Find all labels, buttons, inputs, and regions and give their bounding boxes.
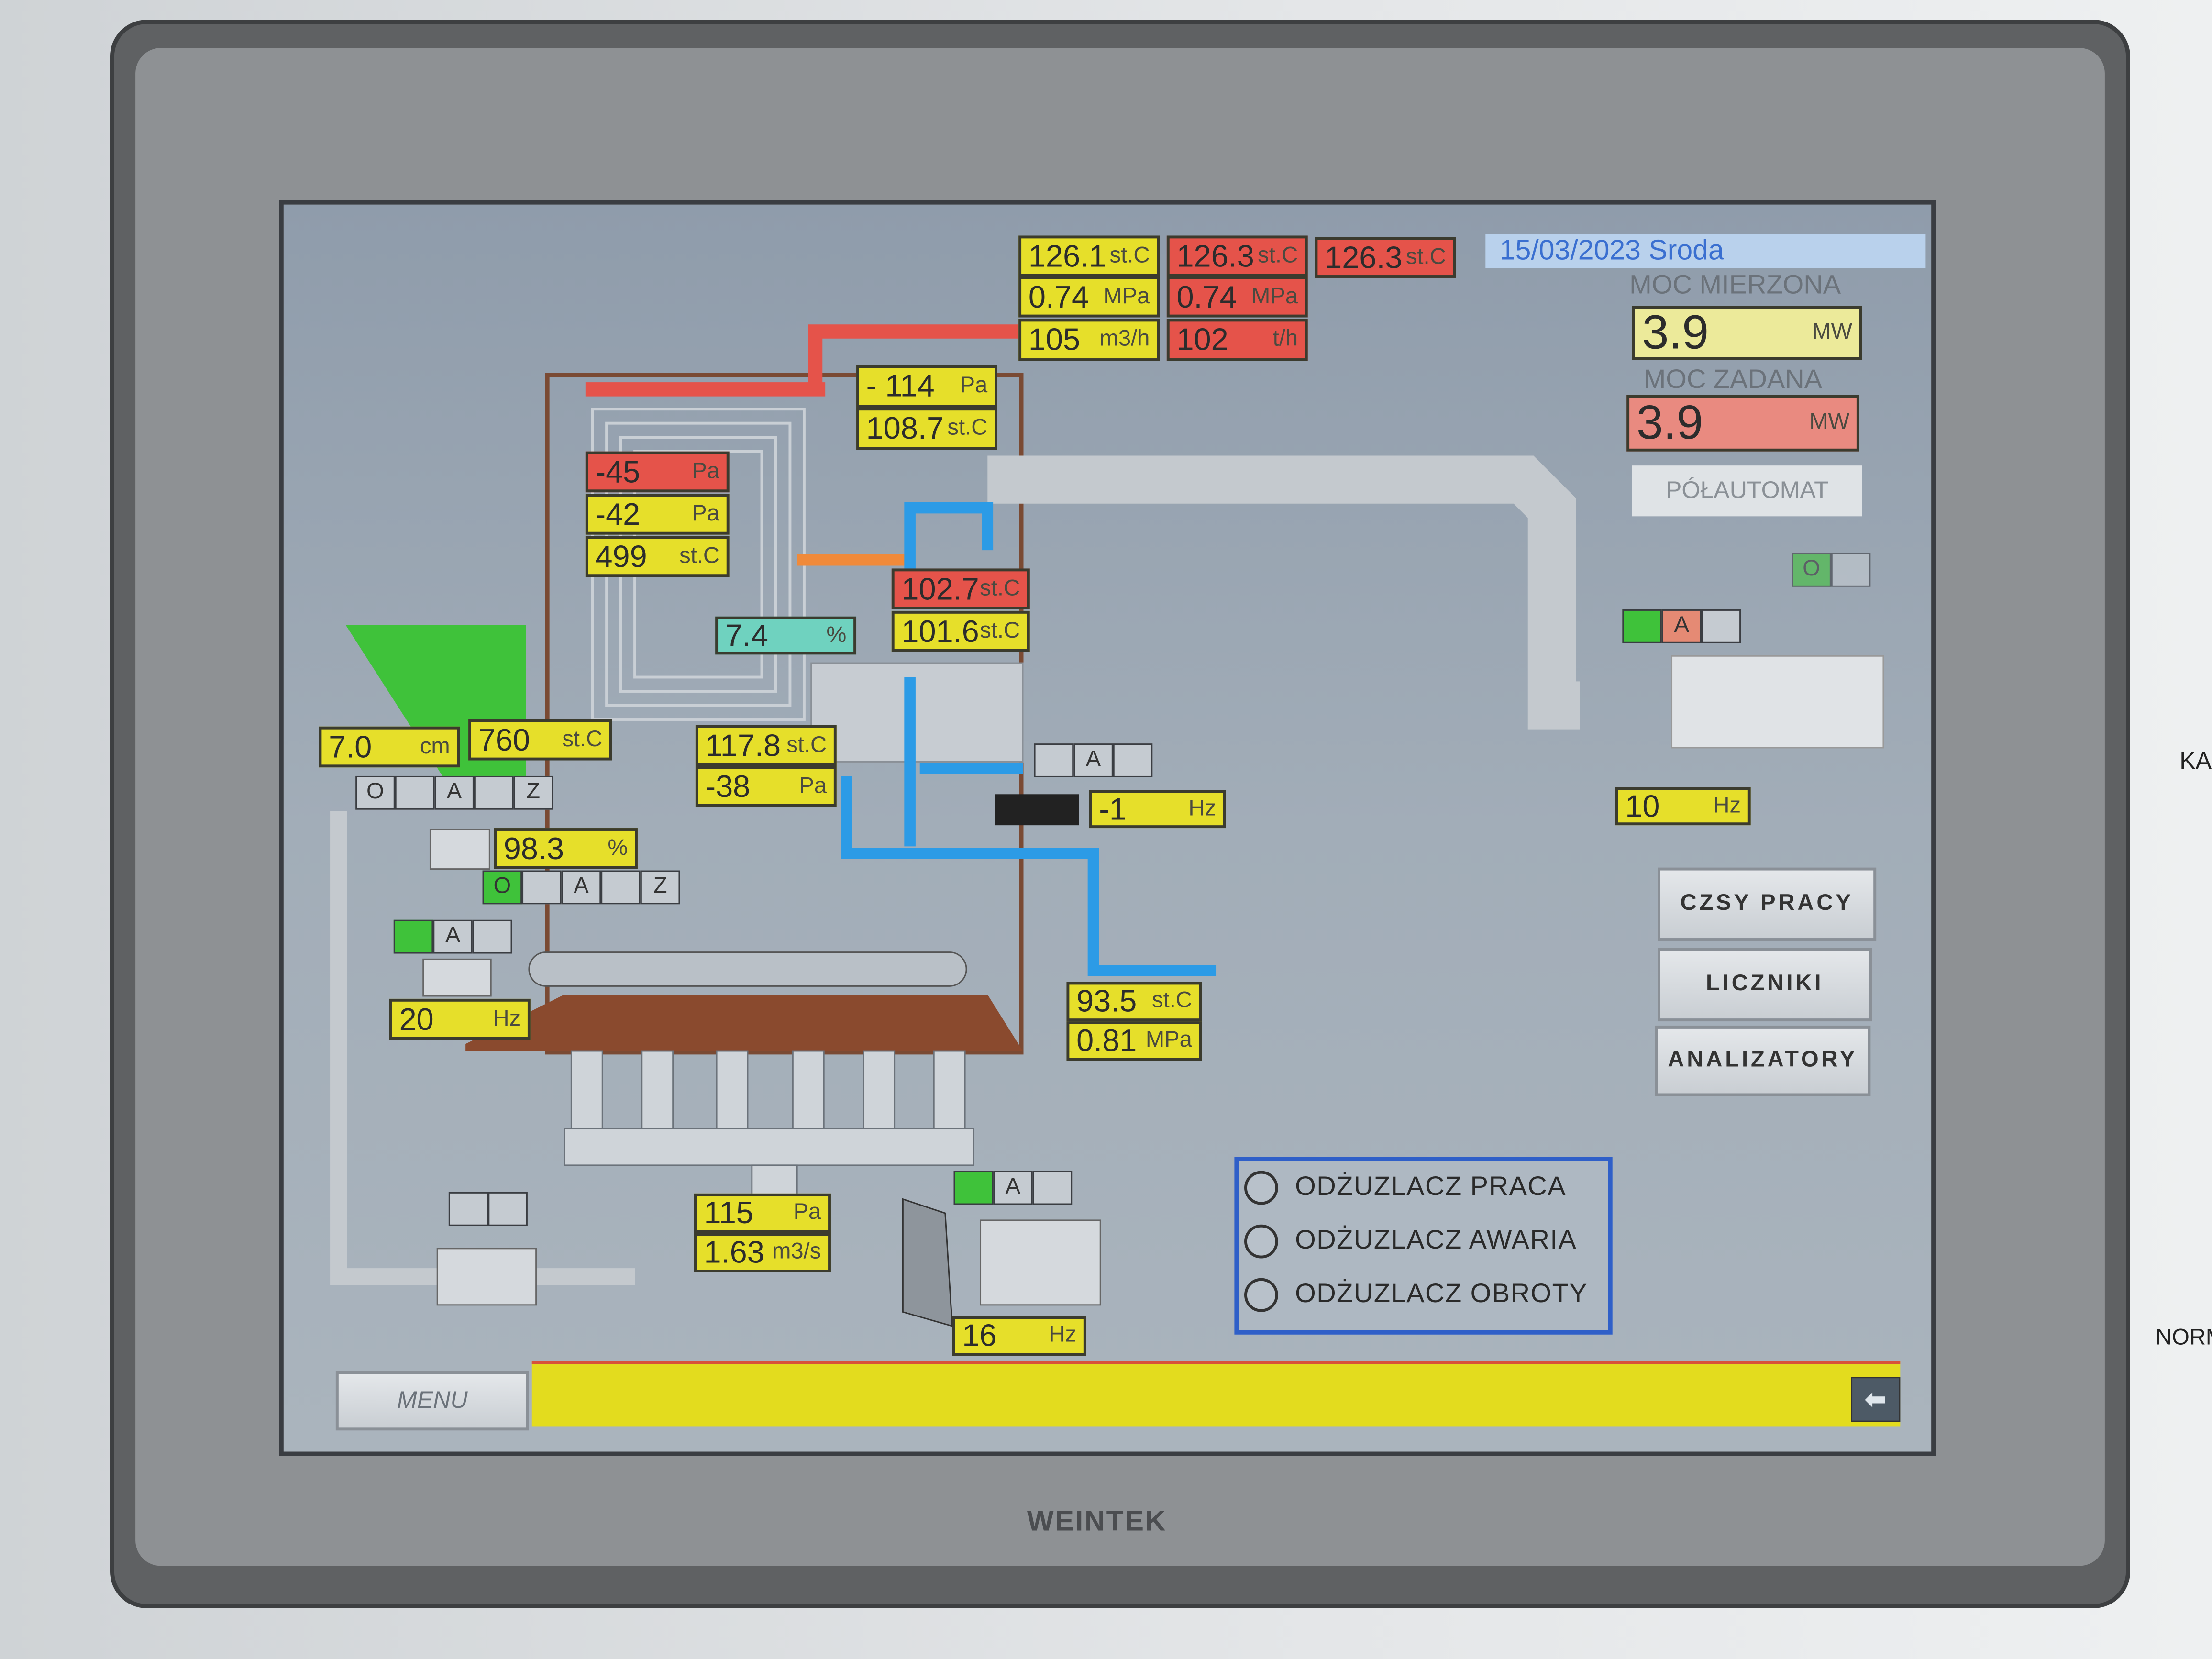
- mode-o[interactable]: O: [1792, 553, 1831, 587]
- back-arrow-icon[interactable]: ⬅: [1851, 1377, 1901, 1422]
- mode-a[interactable]: A: [433, 919, 473, 954]
- grate-motor-status[interactable]: A: [393, 919, 512, 954]
- air-fan-status[interactable]: [448, 1192, 528, 1226]
- mode-a[interactable]: A: [1073, 743, 1113, 777]
- return-pipes: [841, 502, 1217, 976]
- exhaust-fan-motor: [1671, 655, 1884, 749]
- feeder-mode-selector[interactable]: O A Z: [355, 775, 553, 810]
- mode-z[interactable]: Z: [640, 870, 680, 905]
- grate-motor: [422, 958, 492, 997]
- secondary-fan-status[interactable]: A: [953, 1171, 1073, 1205]
- grate-conveyor: [528, 951, 967, 987]
- grate-mode-selector[interactable]: O A Z: [482, 870, 680, 905]
- ash-hopper: [465, 995, 1023, 1051]
- exhaust-fan-status[interactable]: A: [1622, 609, 1741, 643]
- side-label-bottom: NORM: [2156, 1326, 2212, 1350]
- menu-button[interactable]: MENU: [335, 1371, 529, 1431]
- mode-a[interactable]: A: [434, 775, 474, 810]
- alarm-item: ODŻUZLACZ PRACA: [1239, 1161, 1608, 1215]
- damper-status[interactable]: O: [1792, 553, 1871, 587]
- supply-pipe: [808, 324, 1019, 388]
- alarm-message-bar: [531, 1361, 1901, 1427]
- feeder-motor: [429, 829, 490, 870]
- indicator-lamp-icon: [1244, 1171, 1278, 1205]
- brand-logo: WEINTEK: [1027, 1506, 1167, 1538]
- alarm-item: ODŻUZLACZ AWARIA: [1239, 1215, 1608, 1268]
- czasy-pracy-button[interactable]: CZSY PRACY: [1658, 867, 1877, 941]
- oxygen-readout: 7.4%: [715, 616, 857, 655]
- indicator-lamp-icon: [1244, 1224, 1278, 1259]
- indicator-lamp-icon: [1244, 1278, 1278, 1312]
- mode-a[interactable]: A: [993, 1171, 1033, 1205]
- mode-o[interactable]: O: [355, 775, 395, 810]
- mode-a[interactable]: A: [561, 870, 601, 905]
- pump-status[interactable]: A: [1034, 743, 1153, 777]
- alarm-item: ODŻUZLACZ OBROTY: [1239, 1268, 1608, 1322]
- economizer: [810, 662, 1024, 763]
- mode-o[interactable]: O: [482, 870, 522, 905]
- pump-motor: [995, 794, 1079, 826]
- secondary-fan-motor: [980, 1219, 1101, 1306]
- side-label-top: KA: [2179, 747, 2212, 775]
- mode-a[interactable]: A: [1661, 609, 1702, 643]
- deslagger-status-panel: ODŻUZLACZ PRACA ODŻUZLACZ AWARIA ODŻUZLA…: [1234, 1157, 1613, 1335]
- mode-button[interactable]: PÓŁAUTOMAT: [1632, 465, 1862, 517]
- date-display: 15/03/2023 Sroda: [1485, 234, 1926, 268]
- moc-mierzona-label: MOC MIERZONA: [1629, 271, 1841, 301]
- mode-z[interactable]: Z: [513, 775, 553, 810]
- feeder-percent: 98.3%: [494, 828, 638, 869]
- liczniki-button[interactable]: LICZNIKI: [1658, 948, 1872, 1022]
- analizatory-button[interactable]: ANALIZATORY: [1655, 1025, 1871, 1096]
- moc-zadana-label: MOC ZADANA: [1643, 365, 1823, 395]
- flue-duct: [987, 455, 1580, 730]
- air-fan-motor: [436, 1248, 537, 1306]
